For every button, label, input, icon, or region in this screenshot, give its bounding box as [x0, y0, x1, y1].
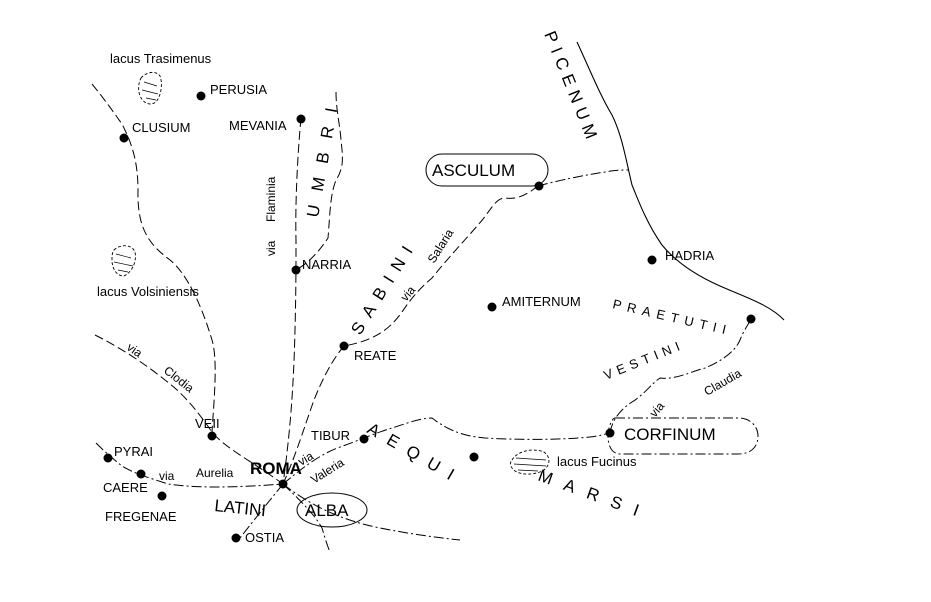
- reate-dot: [339, 341, 349, 351]
- perusia-label: PERUSIA: [210, 82, 267, 97]
- vestini-label: VESTINI: [602, 337, 687, 383]
- hadria-dot: [647, 255, 657, 265]
- via-clodia-line: [94, 334, 284, 485]
- city-dots: [103, 91, 756, 543]
- lacus-trasimenus-shape: [138, 71, 162, 105]
- via-claudia-via-label: via: [647, 399, 668, 420]
- praetutii-label: PRAETUTII: [611, 296, 733, 338]
- narria-dot: [291, 265, 301, 275]
- via-valeria-line: [282, 417, 611, 485]
- pyrai-label: PYRAI: [114, 444, 153, 459]
- tibur-dot: [359, 434, 369, 444]
- lacus-volsiniensis-shape: [111, 245, 136, 277]
- ostia-label: OSTIA: [245, 530, 284, 545]
- lacus-fucinus-shape: [510, 449, 550, 475]
- via-clodia-via-label: via: [124, 340, 145, 360]
- via-claudia-name-label: Claudia: [702, 366, 745, 399]
- via-aurelia-via-label: via: [159, 469, 175, 483]
- clusium-dot: [119, 133, 129, 143]
- veii-dot: [207, 431, 217, 441]
- asculum-label: ASCULUM: [432, 161, 515, 180]
- via-aurelia-name-label: Aurelia: [196, 466, 234, 480]
- picenum-label: PICENUM: [540, 28, 603, 147]
- via-claudia-line: [609, 318, 752, 434]
- pyrai-dot: [103, 453, 113, 463]
- via-flaminia-via-label: via: [264, 240, 278, 256]
- perusia-dot: [196, 91, 206, 101]
- ostia-dot: [231, 533, 241, 543]
- via-valeria-via-label: via: [296, 449, 317, 469]
- clusium-label: CLUSIUM: [132, 120, 191, 135]
- asculum-highlight-box: [425, 153, 549, 187]
- roma-dot: [278, 479, 288, 489]
- via-salaria-line: [282, 185, 539, 485]
- umbri-label: UMBRI: [303, 93, 343, 219]
- alba-highlight-box: [296, 492, 368, 528]
- reate-label: REATE: [354, 348, 397, 363]
- western-road-line: [91, 83, 216, 433]
- via-appia-line: [282, 483, 331, 553]
- via-flaminia-line: [282, 117, 302, 485]
- latini-label: LATINI: [214, 496, 267, 520]
- lacus-fucinus-label: lacus Fucinus: [557, 454, 637, 469]
- via-clodia-name-label: Clodia: [161, 363, 197, 395]
- veii-label: VEII: [195, 416, 220, 431]
- via-ostiensis-line: [239, 483, 284, 539]
- fregenae-dot: [157, 491, 167, 501]
- corfinum-label: CORFINUM: [624, 425, 716, 444]
- roma-label: ROMA: [250, 459, 302, 478]
- caere-label: CAERE: [103, 480, 148, 495]
- hadria-label: HADRIA: [665, 248, 714, 263]
- caere-dot: [136, 469, 146, 479]
- via-salaria-via-label: via: [398, 283, 419, 304]
- amiternum-label: AMITERNUM: [502, 294, 581, 309]
- praetutii-coast-dot: [746, 314, 756, 324]
- mevania-label: MEVANIA: [229, 118, 287, 133]
- via-salaria-name-label: Salaria: [425, 226, 457, 265]
- corfinum-dot: [605, 428, 615, 438]
- narria-label: NARRIA: [302, 257, 351, 272]
- tibur-label: TIBUR: [311, 428, 350, 443]
- aequi-town-dot: [469, 452, 479, 462]
- asculum-coast-road-line: [537, 169, 629, 187]
- alba-label: ALBA: [305, 501, 349, 520]
- via-flaminia-name-label: Flaminia: [264, 176, 278, 222]
- mevania-dot: [296, 114, 306, 124]
- fregenae-label: FREGENAE: [105, 509, 177, 524]
- lacus-trasimenus-label: lacus Trasimenus: [110, 51, 212, 66]
- via-latina-line: [282, 483, 461, 541]
- marsi-label: MARSI: [536, 466, 654, 525]
- amiternum-dot: [487, 302, 497, 312]
- umbri-branch-line: [295, 91, 343, 271]
- picenum-boundary-line: [576, 41, 785, 321]
- asculum-dot: [534, 181, 544, 191]
- lacus-volsiniensis-label: lacus Volsiniensis: [97, 284, 199, 299]
